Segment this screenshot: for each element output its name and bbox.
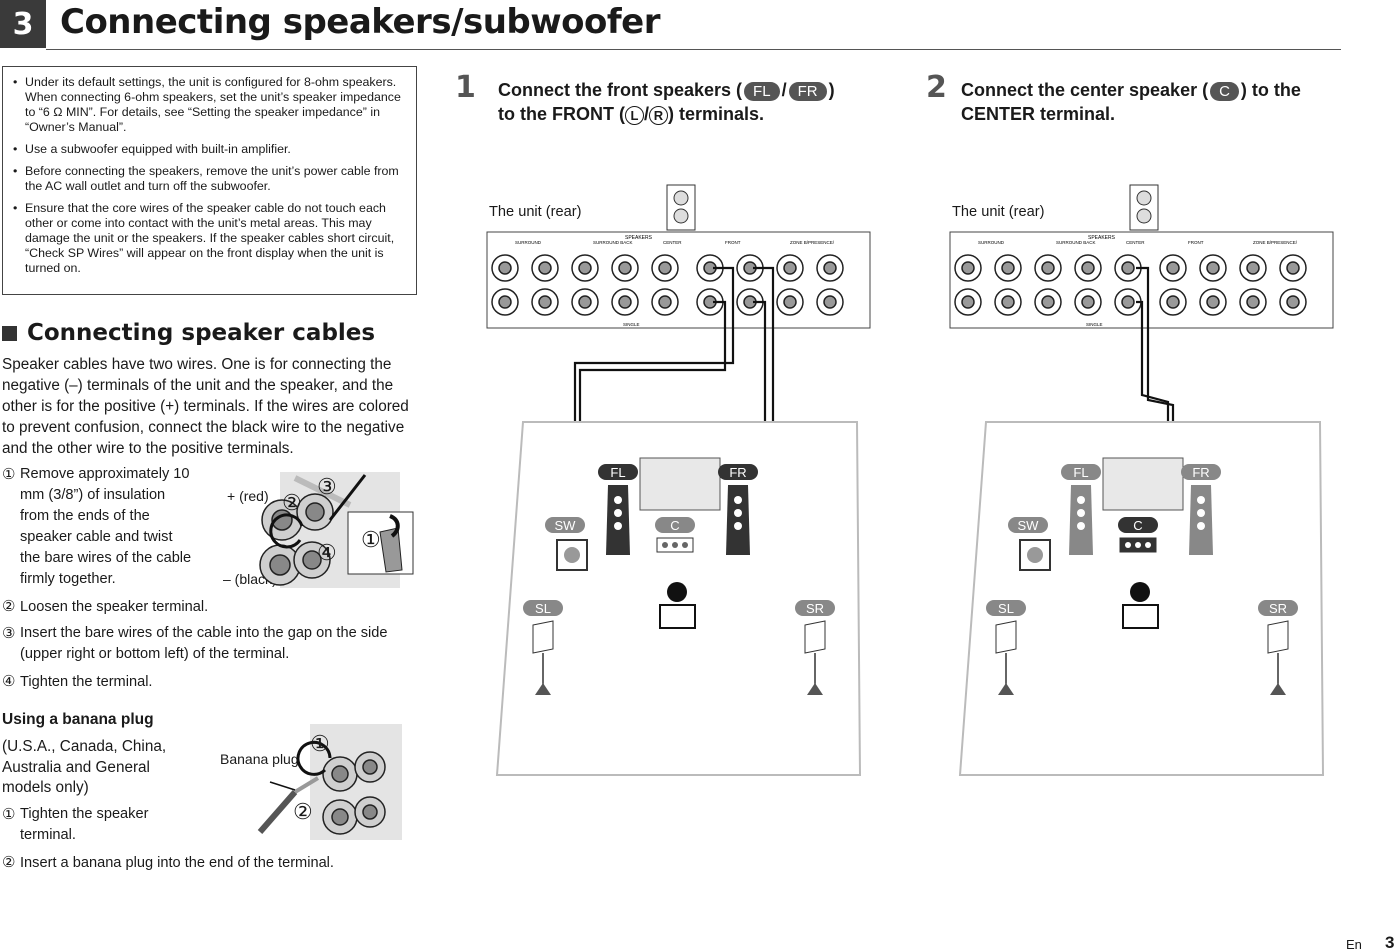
listener-icon bbox=[1130, 582, 1150, 602]
note-item: Ensure that the core wires of the speake… bbox=[13, 201, 406, 276]
svg-text:SINGLE: SINGLE bbox=[1086, 322, 1103, 327]
speaker-tag-fr bbox=[718, 464, 758, 480]
speaker-tag-label: FR bbox=[1192, 465, 1209, 480]
speaker-tag-sl bbox=[523, 600, 563, 616]
cable-step-3: ③ Insert the bare wires of the cable int… bbox=[2, 625, 388, 662]
speaker-tag-label: SL bbox=[535, 601, 551, 616]
speaker-tag-sr bbox=[795, 600, 835, 616]
speaker-tag-label: SR bbox=[806, 601, 824, 616]
tower-speaker-icon bbox=[606, 485, 630, 555]
speaker-tag-sr bbox=[1258, 600, 1298, 616]
speaker-tag-fr bbox=[1181, 464, 1221, 480]
tower-speaker-icon bbox=[1189, 485, 1213, 555]
figure-marker: ③ bbox=[317, 474, 337, 499]
listener-icon bbox=[667, 582, 687, 602]
fl-badge: FL bbox=[744, 82, 780, 101]
svg-text:FRONT: FRONT bbox=[725, 240, 741, 245]
svg-text:SINGLE: SINGLE bbox=[623, 322, 640, 327]
square-bullet-icon bbox=[2, 325, 17, 341]
plus-red-label: + (red) bbox=[227, 488, 269, 504]
speaker-tag-c bbox=[1118, 517, 1158, 533]
surround-speaker-icon bbox=[532, 620, 554, 654]
figure-marker: ② bbox=[293, 799, 313, 824]
unit-rear-label: The unit (rear) bbox=[952, 204, 1045, 220]
speaker-tag-fl bbox=[1061, 464, 1101, 480]
banana-plug-figure bbox=[257, 724, 402, 840]
language-label: En bbox=[1346, 937, 1362, 950]
speaker-tag-label: SR bbox=[1269, 601, 1287, 616]
title-rule bbox=[46, 49, 1341, 50]
surround-speaker-icon bbox=[995, 620, 1017, 654]
fr-badge: FR bbox=[788, 82, 827, 101]
speaker-tag-label: SW bbox=[555, 518, 577, 533]
tower-speaker-icon bbox=[1069, 485, 1093, 555]
note-item: Before connecting the speakers, remove t… bbox=[13, 164, 406, 194]
svg-text:SURROUND: SURROUND bbox=[978, 240, 1005, 245]
speaker-tag-sw bbox=[545, 517, 585, 533]
step-2-heading: Connect the center speaker (C) to the CE… bbox=[961, 80, 1301, 124]
speaker-tag-fl bbox=[598, 464, 638, 480]
speaker-tag-label: FL bbox=[1073, 465, 1088, 480]
svg-text:SPEAKERS: SPEAKERS bbox=[625, 235, 653, 241]
speaker-tag-sw bbox=[1008, 517, 1048, 533]
step-number: 1 bbox=[455, 70, 476, 105]
speaker-tag-label: C bbox=[1133, 518, 1142, 533]
figure-marker: ① bbox=[310, 731, 330, 756]
tower-speaker-icon bbox=[726, 485, 750, 555]
banana-models: (U.S.A., Canada, China, Australia and Ge… bbox=[2, 738, 167, 796]
banana-heading: Using a banana plug bbox=[2, 711, 154, 728]
speaker-tag-label: SL bbox=[998, 601, 1014, 616]
speaker-tag-sl bbox=[986, 600, 1026, 616]
center-speaker-diagram: SPEAKERS SURROUND SURROUND BACK CENTER F… bbox=[949, 184, 1334, 776]
svg-text:ZONE B/PRESENCE/: ZONE B/PRESENCE/ bbox=[790, 240, 835, 245]
l-terminal-icon: L bbox=[624, 106, 644, 125]
surround-speaker-icon bbox=[1267, 620, 1289, 654]
speaker-tag-c bbox=[655, 517, 695, 533]
svg-text:SPEAKERS: SPEAKERS bbox=[1088, 235, 1116, 241]
figure-marker: ② bbox=[282, 490, 302, 515]
cable-step-1: ① Remove approximately 10 mm (3/8”) of i… bbox=[2, 466, 192, 587]
step-number: 2 bbox=[926, 70, 947, 105]
notes-box: Under its default settings, the unit is … bbox=[2, 66, 417, 295]
figure-marker: ④ bbox=[317, 540, 337, 565]
svg-text:SURROUND BACK: SURROUND BACK bbox=[593, 240, 633, 245]
c-badge: C bbox=[1210, 82, 1239, 101]
figure-marker: ① bbox=[361, 527, 381, 552]
svg-text:CENTER: CENTER bbox=[663, 240, 682, 245]
page-number: 3 bbox=[1385, 933, 1395, 950]
r-terminal-icon: R bbox=[649, 106, 668, 125]
speaker-tag-label: SW bbox=[1018, 518, 1040, 533]
unit-rear-label: The unit (rear) bbox=[489, 204, 582, 220]
svg-text:CENTER: CENTER bbox=[1126, 240, 1145, 245]
note-item: Under its default settings, the unit is … bbox=[13, 75, 406, 135]
page-title: Connecting speakers/subwoofer bbox=[60, 2, 661, 42]
section-number: 3 bbox=[0, 0, 46, 48]
step-1-heading: Connect the front speakers (FL/FR) to th… bbox=[498, 80, 835, 125]
note-item: Use a subwoofer equipped with built-in a… bbox=[13, 142, 406, 157]
svg-text:FRONT: FRONT bbox=[1188, 240, 1204, 245]
front-speaker-diagram: SPEAKERS SURROUND SURROUND BACK CENTER F… bbox=[486, 184, 871, 776]
surround-speaker-icon bbox=[804, 620, 826, 654]
svg-text:SURROUND: SURROUND bbox=[515, 240, 542, 245]
speaker-tag-label: C bbox=[670, 518, 679, 533]
speaker-tag-label: FL bbox=[610, 465, 625, 480]
terminal-insert-figure bbox=[259, 472, 414, 588]
cables-heading: Connecting speaker cables bbox=[2, 320, 375, 346]
cables-intro: Speaker cables have two wires. One is fo… bbox=[2, 356, 409, 457]
svg-text:ZONE B/PRESENCE/: ZONE B/PRESENCE/ bbox=[1253, 240, 1298, 245]
banana-plug-label: Banana plug bbox=[220, 751, 299, 767]
svg-text:SURROUND BACK: SURROUND BACK bbox=[1056, 240, 1096, 245]
speaker-tag-label: FR bbox=[729, 465, 746, 480]
